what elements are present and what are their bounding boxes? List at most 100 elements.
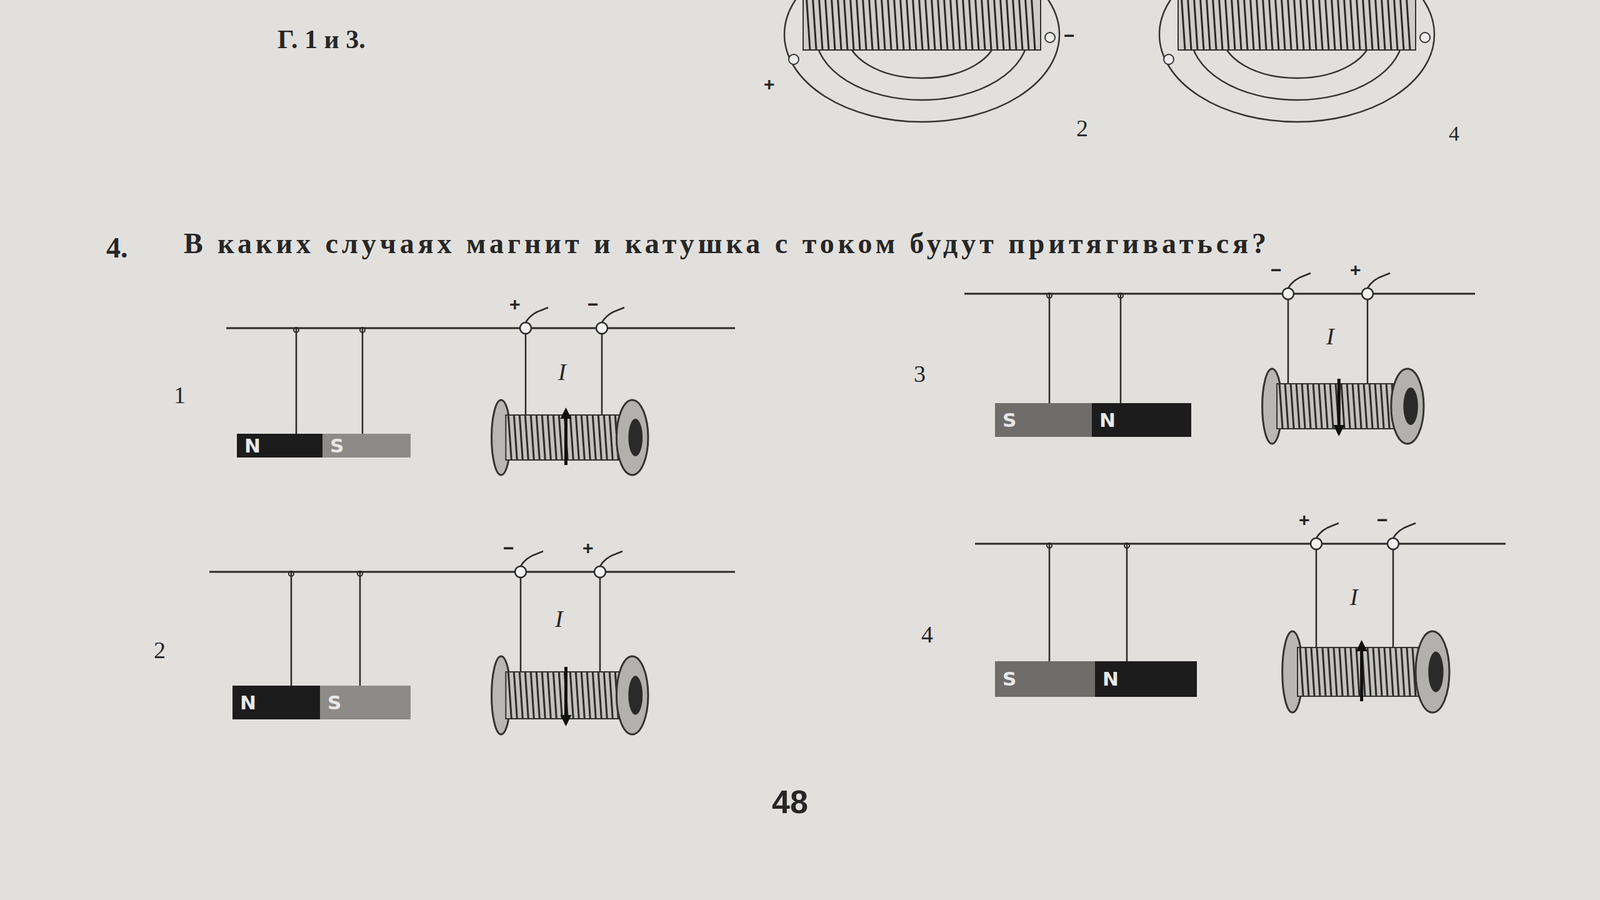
polarity-sign: + — [763, 73, 775, 95]
winding — [1243, 0, 1248, 50]
pole-letter: S — [995, 403, 1095, 437]
coil-winding — [1373, 647, 1377, 697]
winding — [862, 0, 867, 50]
coil-winding — [1296, 383, 1300, 429]
thread — [359, 571, 362, 686]
polarity-sign: − — [1376, 509, 1389, 530]
winding — [1281, 0, 1285, 50]
coil-winding — [1301, 383, 1305, 429]
coil-winding — [1363, 383, 1367, 429]
coil-winding — [581, 415, 585, 460]
coil-winding — [581, 671, 585, 719]
pole-letter: N — [232, 685, 323, 720]
coil-winding — [1350, 647, 1354, 697]
coil-winding — [598, 671, 602, 719]
winding — [1318, 0, 1323, 50]
winding — [956, 0, 960, 50]
thread — [1126, 543, 1129, 662]
coil-hole — [628, 675, 643, 715]
winding — [943, 0, 948, 50]
coil-winding — [547, 671, 551, 719]
coil-winding — [1352, 383, 1356, 429]
question-text: В каких случаях магнит и катушка с током… — [183, 228, 1270, 260]
coil-winding — [570, 415, 574, 460]
terminal — [1420, 32, 1430, 43]
winding — [975, 0, 979, 50]
coil-winding — [1313, 383, 1317, 429]
coil-winding — [513, 671, 517, 719]
winding — [1368, 0, 1373, 50]
wire — [1392, 549, 1395, 648]
coil-winding — [1311, 647, 1315, 697]
thread — [361, 328, 364, 434]
wire — [1315, 549, 1318, 648]
current-label: I — [1326, 323, 1335, 350]
figure-number: 1 — [173, 382, 186, 409]
magnet-pole: N — [1095, 661, 1197, 697]
winding — [925, 0, 929, 50]
lead-hook — [600, 551, 623, 567]
polarity-sign: + — [1350, 259, 1362, 280]
current-arrowhead — [1356, 640, 1368, 652]
lead-hook — [525, 307, 549, 323]
coil-winding — [508, 671, 512, 719]
thread-loop — [288, 571, 294, 577]
magnet-pole: N — [1091, 403, 1192, 437]
winding — [1187, 0, 1192, 50]
coil-winding — [1401, 647, 1405, 697]
coil-winding — [525, 415, 529, 460]
winding — [993, 0, 998, 50]
coil-hole — [628, 418, 643, 457]
pole-letter: N — [236, 433, 325, 458]
terminal — [1045, 32, 1055, 43]
current-label: I — [558, 359, 567, 386]
polarity-sign: − — [503, 537, 515, 559]
terminal — [1282, 288, 1294, 300]
current-arrowhead — [560, 407, 572, 419]
magnet-pole: S — [320, 685, 411, 720]
pole-letter: N — [1095, 661, 1197, 697]
winding — [912, 0, 917, 50]
coil-winding — [1318, 383, 1322, 429]
thread-loop — [1118, 293, 1124, 299]
coil-winding — [525, 671, 529, 719]
winding — [1206, 0, 1210, 50]
winding — [950, 0, 954, 50]
winding — [806, 0, 810, 50]
winding — [1381, 0, 1385, 50]
winding — [1287, 0, 1292, 50]
polarity-sign: − — [1270, 259, 1282, 280]
coil-winding — [1386, 383, 1390, 429]
coil-winding — [1367, 647, 1371, 697]
winding — [1181, 0, 1185, 50]
coil-flange — [616, 400, 649, 475]
winding — [850, 0, 854, 50]
coil-winding — [1290, 383, 1294, 429]
polarity-sign: + — [582, 537, 594, 559]
coil-winding — [547, 415, 551, 460]
winding — [1012, 0, 1017, 50]
coil-winding — [536, 415, 540, 460]
terminal — [520, 322, 532, 334]
wire — [601, 333, 604, 415]
winding — [1225, 0, 1229, 50]
winding — [837, 0, 842, 50]
coil-winding — [1378, 647, 1382, 697]
winding — [918, 0, 923, 50]
pole-letter: S — [320, 685, 411, 720]
coil-winding — [1390, 647, 1394, 697]
winding — [1006, 0, 1010, 50]
support-bar — [964, 293, 1475, 295]
coil-winding — [558, 415, 562, 460]
winding — [931, 0, 935, 50]
winding — [1231, 0, 1235, 50]
magnet-pole: S — [322, 433, 411, 458]
current-arrow — [1360, 642, 1364, 702]
wire — [520, 577, 522, 672]
page-number: 48 — [771, 784, 809, 820]
coil-winding — [1322, 647, 1326, 697]
winding — [1300, 0, 1304, 50]
winding — [1293, 0, 1298, 50]
winding — [868, 0, 873, 50]
coil-winding — [603, 415, 607, 460]
